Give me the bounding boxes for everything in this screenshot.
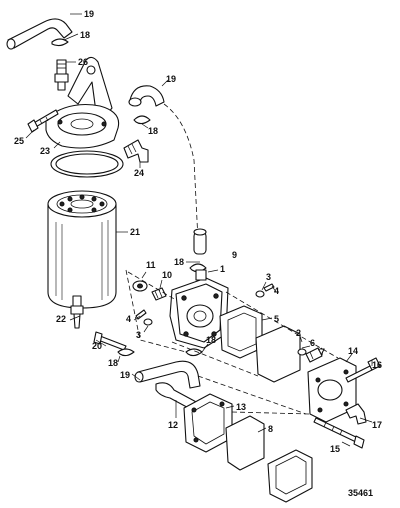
- callout-19-lower: 19: [120, 370, 130, 380]
- callout-18: 18: [80, 30, 90, 40]
- callout-6: 6: [310, 338, 315, 348]
- callout-18-lower-left: 18: [108, 358, 118, 368]
- fuel-filter-21: [47, 190, 117, 309]
- callout-18-mid: 18: [174, 257, 184, 267]
- leader-lines: [25, 13, 373, 447]
- assembly-line-b: [225, 291, 339, 359]
- callout-16: 16: [372, 360, 382, 370]
- washer-11: [132, 280, 148, 292]
- pump-housing-14: [307, 357, 357, 423]
- callout-10: 10: [162, 270, 172, 280]
- fuel-hose-upper-right: [128, 85, 165, 125]
- elbow-17: [345, 403, 367, 425]
- callout-14: 14: [348, 346, 358, 356]
- fuel-hose-top: [6, 18, 73, 50]
- callout-2: 2: [296, 328, 301, 338]
- bolt-15: [313, 417, 365, 449]
- callout-19: 19: [84, 9, 94, 19]
- callout-23: 23: [40, 146, 50, 156]
- callout-24: 24: [134, 168, 144, 178]
- callout-3-left: 3: [136, 330, 141, 340]
- assembly-line-a: [127, 271, 177, 301]
- plate-2: [255, 325, 301, 383]
- assembly-line-e: [231, 411, 311, 415]
- fuel-line-dashed: [163, 103, 199, 241]
- washer-3-right: [255, 290, 265, 298]
- callout-9: 9: [232, 250, 237, 260]
- pump-body-1: [169, 269, 229, 349]
- elbow-fitting-24: [123, 139, 149, 163]
- callout-25: 25: [14, 136, 24, 146]
- callout-8: 8: [268, 424, 273, 434]
- sensor-22: [70, 295, 84, 329]
- callout-20: 20: [92, 341, 102, 351]
- screw-4-right: [263, 283, 275, 292]
- callout-18-lower-right: 18: [206, 335, 216, 345]
- callout-7: 7: [320, 347, 325, 357]
- gasket-8: [225, 415, 265, 471]
- callout-17: 17: [372, 420, 382, 430]
- gasket-5: [219, 305, 263, 359]
- filter-bracket-23: [45, 56, 120, 149]
- screw-25: [27, 109, 59, 133]
- callout-4-left: 4: [126, 314, 131, 324]
- fuel-hose-lower: [134, 360, 201, 389]
- assembly-line-d: [197, 375, 307, 415]
- hose-clip-18-left: [117, 348, 135, 357]
- callout-22: 22: [56, 314, 66, 324]
- hose-clip-18-right: [185, 348, 203, 357]
- callout-3-right: 3: [266, 272, 271, 282]
- hose-clip-top: [51, 38, 69, 47]
- callout-13: 13: [236, 402, 246, 412]
- callout-11: 11: [146, 260, 156, 270]
- gasket-lower: [267, 449, 313, 503]
- callout-26: 26: [78, 57, 88, 67]
- callout-21: 21: [130, 227, 140, 237]
- washer-3-left: [143, 318, 153, 326]
- filter-seal-ring: [50, 150, 124, 178]
- callout-12: 12: [168, 420, 178, 430]
- fitting-26: [54, 59, 69, 91]
- callout-15: 15: [330, 444, 340, 454]
- callout-labels: 19 18 26 25 23 24 19 18 21 9 18 1 11 10 …: [14, 9, 382, 498]
- hose-stub: [189, 228, 207, 273]
- plug-10: [151, 287, 167, 301]
- callout-1: 1: [220, 264, 225, 274]
- callout-4-right: 4: [274, 286, 279, 296]
- callout-18-upper-right: 18: [148, 126, 158, 136]
- figure-number: 35461: [348, 488, 373, 498]
- callout-19-upper-right: 19: [166, 74, 176, 84]
- fitting-6: [297, 348, 307, 356]
- bolt-16: [345, 357, 381, 383]
- callout-5: 5: [274, 314, 279, 324]
- plug-7: [305, 347, 323, 363]
